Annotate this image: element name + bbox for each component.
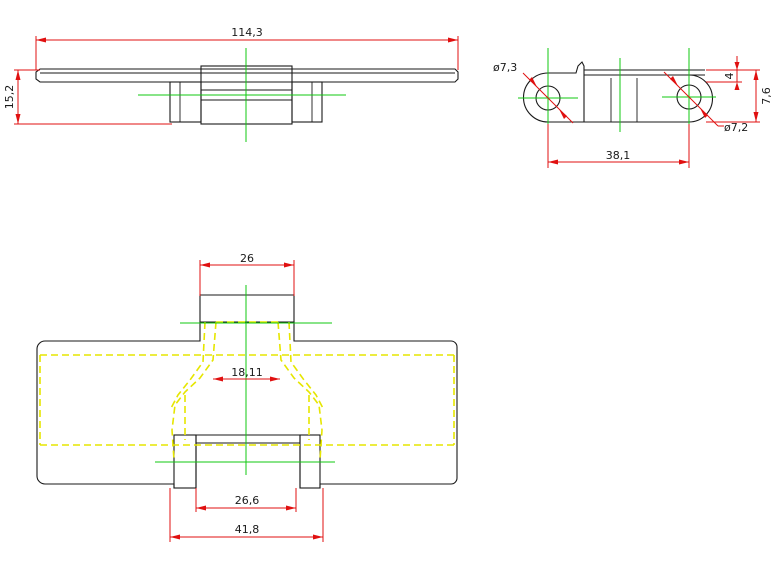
side-view	[518, 48, 716, 140]
front-view	[35, 48, 459, 142]
dim-label-inner-gap: 18,11	[231, 366, 263, 379]
dim-label-hole-right: ø7,2	[724, 121, 748, 134]
dim-label-inner-slot: 26,6	[235, 494, 260, 507]
dim-hole-left: ø7,3	[493, 61, 574, 124]
dim-label-pitch: 38,1	[606, 149, 631, 162]
dim-pitch: 38,1	[547, 124, 690, 168]
plan-view	[36, 285, 458, 489]
dim-knuckle-width: 26	[199, 252, 295, 296]
dim-label-hole-left: ø7,3	[493, 61, 517, 74]
dim-hole-right: ø7,2	[663, 71, 748, 134]
dim-label-tab-total: 7,6	[760, 87, 773, 105]
dim-inner-gap: 18,11	[213, 366, 280, 382]
dim-height-side: 15,2	[3, 69, 172, 125]
dim-outer-width: 41,8	[169, 488, 324, 542]
dim-label-knuckle-width: 26	[240, 252, 254, 265]
dim-label-height-side: 15,2	[3, 85, 16, 110]
dim-label-width-top: 114,3	[231, 26, 263, 39]
dim-width-top: 114,3	[35, 26, 459, 70]
dim-label-tab-small: 4	[723, 73, 736, 80]
dim-inner-slot: 26,6	[195, 488, 297, 512]
dim-tab: 4 7,6	[706, 56, 773, 123]
dim-label-outer-width: 41,8	[235, 523, 260, 536]
